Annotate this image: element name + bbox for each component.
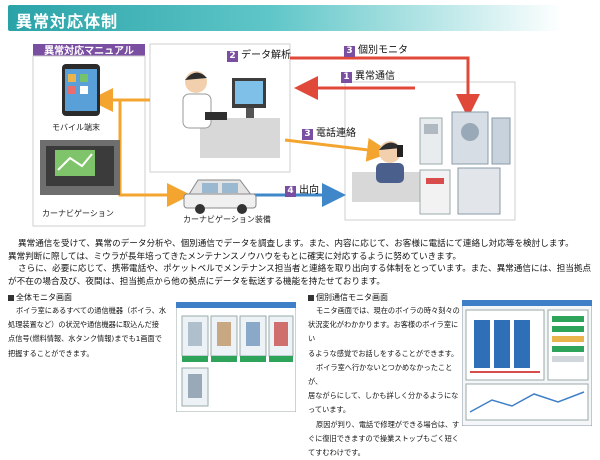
diagram-stage: 異常対応体制 異常対応マニュアル: [8, 5, 592, 457]
car-navigation-icon: [40, 140, 120, 195]
section-line: 点信号(燃料情報、水タンク情報)までも1画面で: [8, 334, 162, 344]
section-line: 原因が判り、電話で修理ができる場合は、す: [316, 419, 460, 429]
customer-illustration: [352, 141, 422, 202]
caption-carnav: カーナビゲーション: [42, 209, 114, 218]
equipment-tile: [239, 315, 267, 362]
caption-mobile: モバイル端末: [52, 123, 100, 132]
section-line: 居ながらにして、しかも詳しく分かるようにな: [308, 391, 459, 401]
equipment-tile: [210, 315, 238, 362]
diagram-graphics: [32, 43, 516, 227]
step-number: 2: [227, 51, 238, 62]
heading-text: 全体モニタ画面: [16, 293, 72, 302]
title-gradient: [8, 5, 592, 31]
section-line: 状況変化がわかかります。お客様のボイラ室にい: [308, 320, 459, 344]
individual-monitor-text: モニタ画面では、現在のボイラの時々刻々の 状況変化がわかかります。お客様のボイラ…: [308, 304, 460, 460]
page-title: 異常対応体制: [16, 12, 119, 31]
step-label: データ解析: [241, 50, 291, 61]
manual-label: 異常対応マニュアル: [33, 44, 145, 59]
step-number: 3: [344, 46, 355, 57]
arrow-individual-monitor: [290, 56, 480, 118]
section-line: ぐに復旧できますので操業ストップもごく短く: [308, 433, 459, 443]
equipment-tile: [268, 315, 294, 362]
tablet-icon: [62, 64, 100, 116]
individual-monitor-heading: 個別通信モニタ画面: [308, 292, 388, 303]
step-label: 個別モニタ: [358, 45, 408, 56]
equipment-tile: [181, 367, 209, 407]
step-number: 4: [285, 186, 296, 197]
step-number: 3: [302, 129, 313, 140]
section-line: ボイラ室へ行かないとつかめなかったことが、: [308, 362, 453, 387]
caption-carnav-equipment: カーナビゲーション装備: [183, 215, 271, 224]
overall-monitor-heading: 全体モニタ画面: [8, 292, 72, 303]
heading-square-icon: [308, 294, 314, 301]
trend-panel: [465, 383, 589, 421]
step-label: 異常通信: [355, 71, 395, 82]
step-number: 1: [341, 72, 352, 83]
overall-monitor-screenshot: [176, 302, 296, 412]
step-label: 出向: [299, 185, 319, 196]
section-line: るような感覚でお話しをすることができます。: [308, 348, 459, 358]
step-label: 電話連絡: [316, 128, 356, 139]
section-line: 把握することができます。: [8, 348, 94, 358]
paragraph-line: さらに、必要に応じて、携帯電話や、ポケットベルでメンテナンス担当者と連絡を取り出…: [18, 264, 592, 275]
paragraph-line: 異常判断に際しては、ミウラが長年培ってきたメンテナンスノウハウをもとに確実に対応…: [8, 251, 462, 262]
title-bar: 異常対応体制: [8, 5, 592, 31]
paragraph-line: 異常通信を受けて、異常のデータ分析や、個別通信でデータを調査します。また、内容に…: [18, 239, 574, 249]
section-line: 処理装置など）の状況や通信機器に取込んだ接: [8, 320, 159, 330]
section-line: モニタ画面では、現在のボイラの時々刻々の: [316, 306, 460, 315]
heading-square-icon: [8, 294, 14, 301]
individual-monitor-screenshot: [462, 300, 592, 426]
section-line: ボイラ室にあるすべての通信機器（ボイラ、水: [16, 306, 167, 315]
section-line: てすむわけです。: [308, 448, 365, 458]
boiler-equipment-illustration: [419, 111, 511, 215]
paragraph-line: が不在の場合及び、夜間は、担当拠点から他の拠点にデータを転送する機能を持たせてお…: [8, 276, 386, 287]
equipment-tile: [181, 315, 209, 362]
arrow-phone-contact: [284, 137, 391, 162]
car-icon: [183, 179, 257, 214]
body-paragraph: 異常通信を受けて、異常のデータ分析や、個別通信でデータを調査します。また、内容に…: [8, 238, 592, 288]
heading-text: 個別通信モニタ画面: [316, 293, 388, 302]
analyst-illustration: [182, 71, 280, 158]
overall-monitor-text: ボイラ室にあるすべての通信機器（ボイラ、水 処理装置など）の状況や通信機器に取込…: [8, 304, 172, 361]
section-line: っています。: [308, 405, 351, 415]
